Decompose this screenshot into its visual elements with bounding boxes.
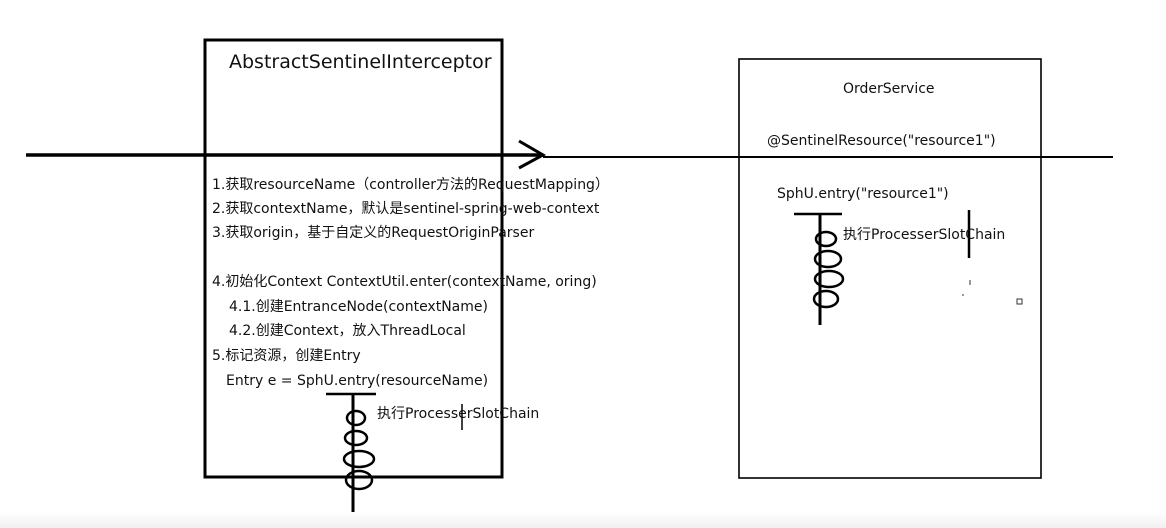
interceptor-title: AbstractSentinelInterceptor xyxy=(229,51,492,73)
stray-square xyxy=(1016,298,1023,305)
right-entry-call: SphU.entry("resource1") xyxy=(777,186,949,202)
step-2: 2.获取contextName，默认是sentinel-spring-web-c… xyxy=(212,201,600,217)
left-chain-label: 执行ProcesserSlotChain xyxy=(377,406,540,422)
left-chain-coil-3 xyxy=(342,449,376,469)
right-chain-coil-3 xyxy=(813,269,845,289)
left-chain-coil-2 xyxy=(343,429,369,447)
right-chain-coil-1 xyxy=(814,230,838,248)
step-4-1: 4.1.创建EntranceNode(contextName) xyxy=(229,299,488,315)
bottom-edge-shadow xyxy=(0,512,1166,528)
left-chain-coil-1 xyxy=(345,409,367,427)
order-service-box xyxy=(738,58,1042,479)
step-1: 1.获取resourceName（controller方法的RequestMap… xyxy=(212,177,609,193)
entry-statement: Entry e = SphU.entry(resourceName) xyxy=(226,373,489,389)
step-3: 3.获取origin，基于自定义的RequestOriginParser xyxy=(212,225,535,241)
right-chain-coil-4 xyxy=(812,289,840,309)
step-5: 5.标记资源，创建Entry xyxy=(212,348,361,364)
left-chain-coil-4 xyxy=(344,469,374,491)
right-chain-coil-2 xyxy=(813,249,843,269)
order-service-title: OrderService xyxy=(843,81,935,97)
step-4-2: 4.2.创建Context，放入ThreadLocal xyxy=(229,323,466,339)
right-chain-label: 执行ProcesserSlotChain xyxy=(843,227,1006,243)
sentinel-resource-annotation: @SentinelResource("resource1") xyxy=(767,133,996,149)
flow-arrowhead xyxy=(518,139,547,170)
step-4: 4.初始化Context ContextUtil.enter(contextNa… xyxy=(212,274,597,290)
